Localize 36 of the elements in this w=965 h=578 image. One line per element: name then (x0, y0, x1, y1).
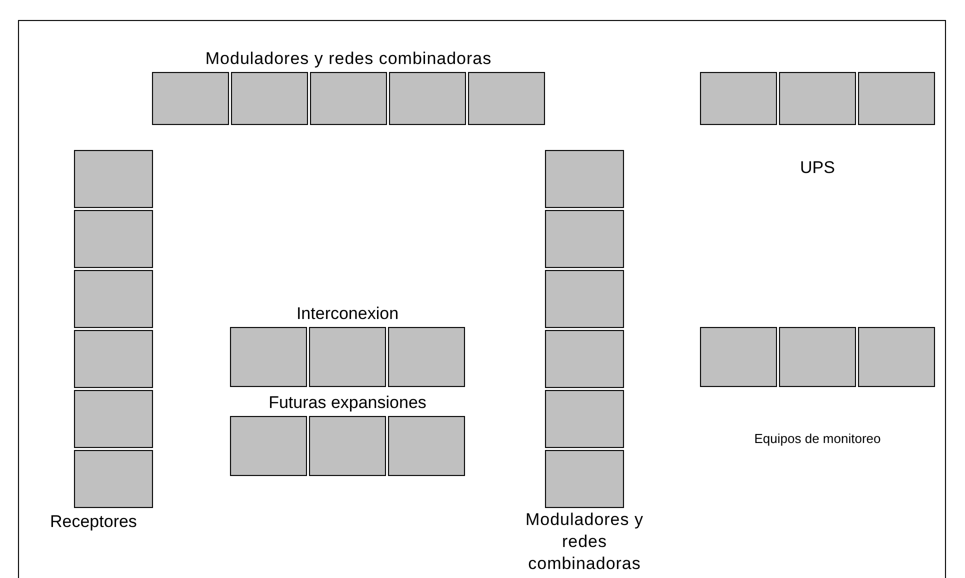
equipment-rack (74, 450, 153, 508)
equipment-rack (700, 327, 777, 387)
equipment-rack (545, 210, 624, 268)
equipment-rack (545, 270, 624, 328)
equipment-rack (389, 72, 466, 125)
equipment-rack (858, 72, 935, 125)
equipment-rack (74, 150, 153, 208)
equipment-rack (230, 327, 307, 387)
equipment-rack (231, 72, 308, 125)
equipment-rack (779, 327, 856, 387)
equipment-rack (74, 270, 153, 328)
equipment-rack (545, 390, 624, 448)
equipment-rack (309, 416, 386, 476)
equipment-rack (545, 150, 624, 208)
equipment-rack (545, 330, 624, 388)
area-label: Moduladores y redes combinadoras (205, 48, 492, 70)
equipment-rack (74, 390, 153, 448)
equipment-rack (388, 327, 465, 387)
equipment-rack (230, 416, 307, 476)
area-label: Moduladores y redes combinadoras (524, 509, 644, 575)
equipment-rack (309, 327, 386, 387)
equipment-rack (468, 72, 545, 125)
equipment-rack (700, 72, 777, 125)
equipment-rack (74, 330, 153, 388)
area-label: UPS (800, 157, 835, 179)
area-label: Receptores (50, 511, 137, 533)
equipment-rack (74, 210, 153, 268)
area-label: Equipos de monitoreo (754, 430, 881, 448)
equipment-rack (858, 327, 935, 387)
area-label: Interconexion (296, 302, 399, 324)
equipment-rack (152, 72, 229, 125)
equipment-rack (779, 72, 856, 125)
equipment-rack (388, 416, 465, 476)
area-label: Futuras expansiones (268, 392, 426, 414)
equipment-rack (310, 72, 387, 125)
equipment-rack (545, 450, 624, 508)
